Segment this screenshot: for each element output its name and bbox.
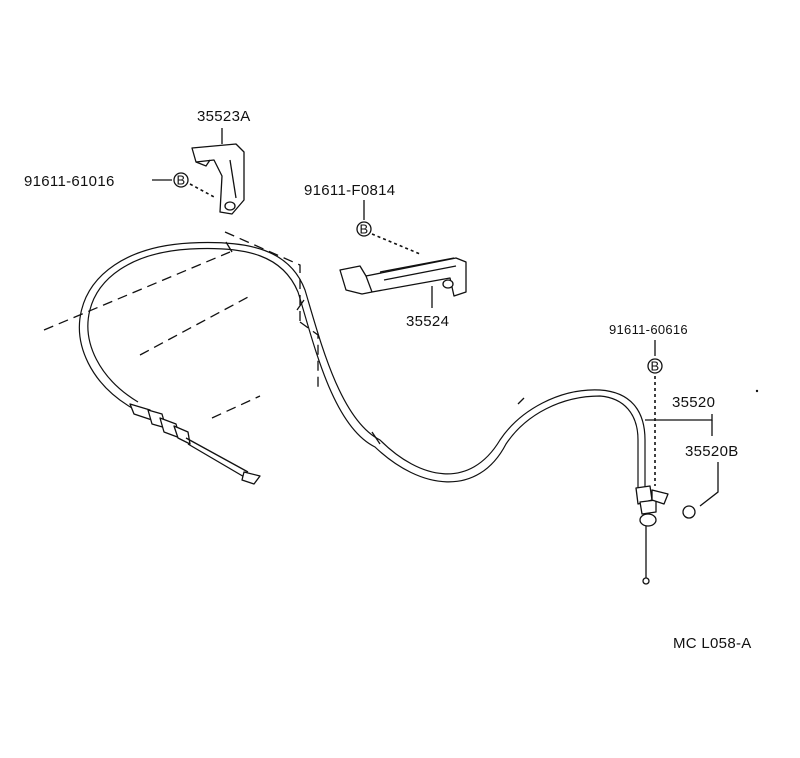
clamp-35524 <box>339 257 467 308</box>
label-35520B: 35520B <box>685 443 739 460</box>
bolt-marker-91611-60616: B <box>647 358 663 374</box>
diagram-code: MC L058-A <box>673 635 752 652</box>
label-35524: 35524 <box>406 313 449 330</box>
label-35523A: 35523A <box>197 108 251 125</box>
label-91611-F0814: 91611-F0814 <box>304 182 395 199</box>
bolt-marker-letter: B <box>360 222 369 237</box>
label-91611-60616: 91611-60616 <box>609 322 688 337</box>
label-91611-61016: 91611-61016 <box>24 173 115 190</box>
bolt-marker-91611-61016: B <box>173 172 189 188</box>
body-reference-lines <box>43 231 319 419</box>
bolt-marker-letter: B <box>177 173 186 188</box>
bolt-marker-letter: B <box>651 359 660 374</box>
bolt-marker-91611-F0814: B <box>356 221 372 237</box>
brake-cable <box>78 241 669 585</box>
leader-lines <box>152 179 759 519</box>
label-35520: 35520 <box>672 394 715 411</box>
bracket-35523A <box>191 128 245 215</box>
